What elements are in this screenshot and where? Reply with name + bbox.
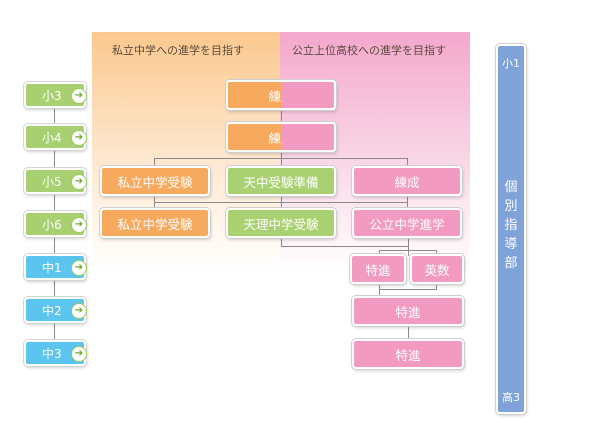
arrow-right-icon: ➔ [71,130,87,146]
connector-line [154,202,408,203]
bar-bottom-label: 高3 [502,391,520,404]
private-track-heading: 私立中学への進学を目指す [112,44,244,57]
course-tenri-exam[interactable]: 天理中学受験 [226,208,336,238]
bar-top-label: 小1 [502,57,520,70]
connector-line [407,158,408,166]
individual-guidance-bar[interactable]: 小1 個 別 指 導 部 高3 [496,44,526,414]
course-private-exam-sho6[interactable]: 私立中学受験 [100,208,210,238]
connector-line [281,152,282,166]
course-tenchu-prep[interactable]: 天中受験準備 [226,166,336,196]
arrow-right-icon: ➔ [71,174,87,190]
course-tokushin-chu1[interactable]: 特進 [350,254,406,284]
bar-title: 個 別 指 導 部 [504,180,518,271]
connector-line [379,250,437,251]
connector-line [379,289,437,290]
grade-sho3[interactable]: 小3 ➔ [24,82,87,108]
course-rensei-sho3-public-half [282,80,336,110]
grade-label: 小5 [42,174,62,189]
grade-chu3[interactable]: 中3 ➔ [24,340,87,366]
grade-label: 小3 [42,88,62,103]
arrow-right-icon: ➔ [71,217,87,233]
connector-line [379,250,380,256]
grade-chu1[interactable]: 中1 ➔ [24,254,87,280]
connector-line [281,238,282,246]
grade-sho4[interactable]: 小4 ➔ [24,124,87,150]
grade-chu2[interactable]: 中2 ➔ [24,297,87,323]
connector-line [408,238,409,256]
grade-label: 小6 [42,217,62,232]
course-tokushin-chu2[interactable]: 特進 [352,296,464,326]
connector-line [154,158,408,159]
connector-line [408,326,409,340]
grade-sho6[interactable]: 小6 ➔ [24,211,87,237]
grade-label: 中2 [42,303,62,318]
connector-line [281,246,409,247]
connector-line [436,250,437,256]
arrow-right-icon: ➔ [71,88,87,104]
public-track-heading: 公立上位高校への進学を目指す [292,44,446,57]
connector-line [154,158,155,166]
grade-label: 中3 [42,346,62,361]
connector-line [281,108,282,122]
grade-label: 小4 [42,130,62,145]
connector-line [436,282,437,290]
course-tokushin-chu3[interactable]: 特進 [352,339,464,369]
course-rensei-sho5[interactable]: 練成 [352,166,462,196]
arrow-right-icon: ➔ [71,303,87,319]
course-rensei-sho4-public-half [282,122,336,152]
grade-label: 中1 [42,260,62,275]
arrow-right-icon: ➔ [71,346,87,362]
course-eisu-chu1[interactable]: 英数 [410,254,464,284]
course-private-exam-sho5[interactable]: 私立中学受験 [100,166,210,196]
course-public-junior-high[interactable]: 公立中学進学 [352,208,462,238]
grade-sho5[interactable]: 小5 ➔ [24,168,87,194]
arrow-right-icon: ➔ [71,260,87,276]
